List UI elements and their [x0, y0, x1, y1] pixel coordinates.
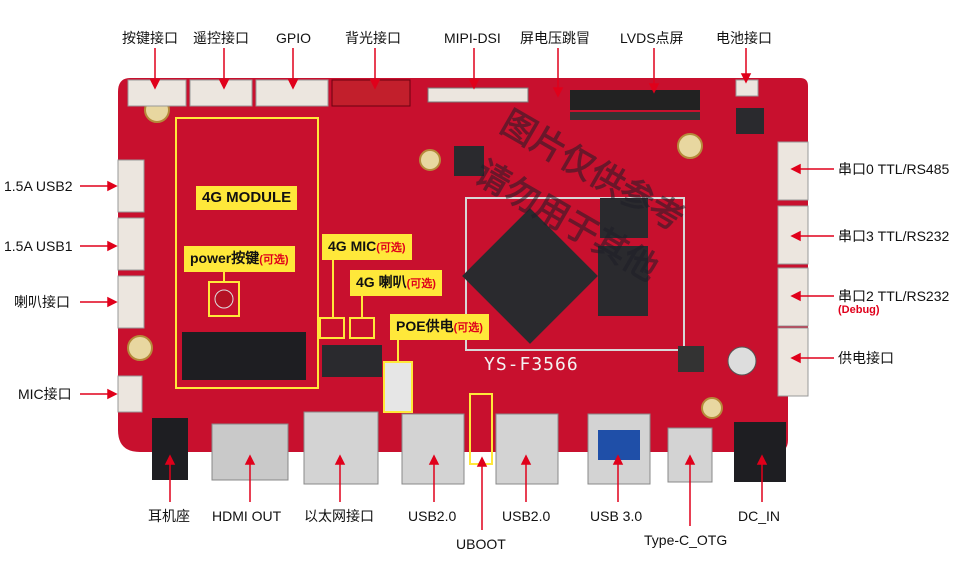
mipi-dsi-connector: [427, 87, 529, 103]
usb20-port-b: [495, 413, 559, 485]
callout-optional: (可选): [376, 242, 406, 254]
label-key-interface: 按键接口: [122, 30, 178, 46]
label-headphone-jack: 耳机座: [148, 508, 190, 524]
ic-chip: [736, 108, 764, 134]
label-hdmi-out: HDMI OUT: [212, 508, 282, 524]
label-mic-interface: MIC接口: [18, 386, 72, 402]
ram-chip-2: [600, 198, 648, 238]
lvds-header-2: [570, 112, 700, 120]
label-screen-voltage-jumper: 屏电压跳冒: [520, 30, 590, 46]
battery-connector: [735, 79, 759, 97]
callout-4g-module: 4G MODULE: [196, 186, 298, 210]
label-typec-otg: Type-C_OTG: [644, 532, 728, 548]
callout-4g-mic-text: 4G MIC: [328, 238, 377, 254]
label-gpio: GPIO: [276, 30, 312, 46]
speaker-connector: [117, 275, 145, 329]
power-key: [214, 289, 234, 309]
callout-4g-speaker: 4G 喇叭(可选): [350, 270, 442, 296]
uart2-connector: [777, 267, 809, 327]
usb2-connector: [117, 159, 145, 213]
ethernet-port: [303, 411, 379, 485]
power-connector: [777, 327, 809, 397]
mount-hole: [701, 397, 723, 419]
usb30-insert: [598, 430, 640, 460]
label-lvds: LVDS点屏: [620, 30, 684, 46]
mount-hole: [677, 133, 703, 159]
dc-jack: [734, 422, 786, 482]
label-mipi-dsi: MIPI-DSI: [444, 30, 501, 46]
label-usb1-left: 1.5A USB1: [4, 238, 73, 254]
ram-chip: [598, 246, 648, 316]
callout-power-key-text: power按键: [190, 250, 260, 266]
label-debug-note: (Debug): [838, 304, 880, 316]
label-usb20-b: USB2.0: [502, 508, 551, 524]
ic-chip: [322, 345, 382, 377]
leader-lines: [80, 48, 834, 530]
mount-hole: [127, 335, 153, 361]
callout-poe: POE供电(可选): [390, 314, 489, 340]
inductor: [678, 346, 704, 372]
label-speaker-interface: 喇叭接口: [14, 294, 70, 310]
label-uboot: UBOOT: [456, 536, 506, 552]
pmic-chip: [454, 146, 484, 176]
lvds-header: [570, 90, 700, 110]
label-battery-interface: 电池接口: [716, 30, 772, 46]
callout-optional: (可选): [259, 254, 289, 266]
capacitor: [727, 346, 757, 376]
uart0-connector: [777, 141, 809, 201]
mpcie-slot: [182, 332, 306, 380]
label-remote-interface: 遥控接口: [193, 30, 249, 46]
mic-connector: [117, 375, 143, 413]
label-usb30: USB 3.0: [590, 508, 643, 524]
callout-power-key: power按键(可选): [184, 246, 295, 272]
callout-poe-text: POE供电: [396, 318, 454, 334]
label-uart3: 串口3 TTL/RS232: [838, 228, 950, 244]
callout-4g-mic: 4G MIC(可选): [322, 234, 412, 260]
label-uart2: 串口2 TTL/RS232: [838, 288, 950, 304]
remote-connector: [189, 79, 253, 107]
callout-optional: (可选): [406, 278, 436, 290]
module-4g-outline: [175, 117, 319, 389]
label-dc-in: DC_IN: [738, 508, 781, 524]
label-backlight-interface: 背光接口: [345, 30, 401, 46]
backlight-connector: [331, 79, 411, 107]
mount-hole: [419, 149, 441, 171]
callout-optional: (可选): [453, 322, 483, 334]
usb20-port-a: [401, 413, 465, 485]
label-usb20-a: USB2.0: [408, 508, 457, 524]
label-power-interface: 供电接口: [838, 350, 894, 366]
label-uart0: 串口0 TTL/RS485: [838, 161, 950, 177]
label-ethernet: 以太网接口: [304, 508, 374, 524]
poe-header: [383, 361, 413, 413]
usb1-connector: [117, 217, 145, 271]
label-usb2-left: 1.5A USB2: [4, 178, 73, 194]
board-model-silkscreen: YS-F3566: [484, 354, 579, 375]
soc-chip: [462, 208, 598, 344]
callout-4g-speaker-text: 4G 喇叭: [356, 274, 407, 290]
callout-4g-module-text: 4G MODULE: [202, 189, 292, 206]
